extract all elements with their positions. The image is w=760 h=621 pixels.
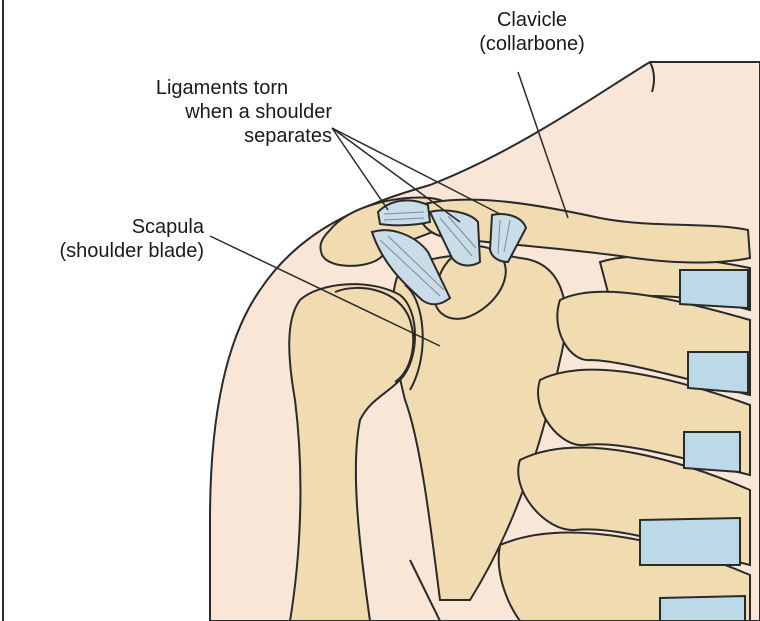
- ligaments-label: Ligaments torn when a shoulder separates: [112, 76, 332, 148]
- leader-ligaments-1: [332, 128, 388, 210]
- clavicle-label: Clavicle (collarbone): [452, 8, 612, 56]
- ligaments-label-line2: when a shoulder: [112, 100, 332, 124]
- cartilage-1: [680, 270, 748, 308]
- scapula-label: Scapula (shoulder blade): [4, 215, 204, 263]
- cartilage-5: [660, 596, 745, 621]
- scapula-label-line1: Scapula: [4, 215, 204, 239]
- clavicle-label-line2: (collarbone): [452, 32, 612, 56]
- cartilage-2: [688, 352, 748, 393]
- ligaments-label-line1: Ligaments torn: [112, 76, 332, 100]
- clavicle-label-line1: Clavicle: [452, 8, 612, 32]
- ligaments-label-line3: separates: [112, 124, 332, 148]
- cartilage-3: [684, 432, 740, 472]
- scapula-label-line2: (shoulder blade): [4, 239, 204, 263]
- cartilage-4: [640, 518, 740, 565]
